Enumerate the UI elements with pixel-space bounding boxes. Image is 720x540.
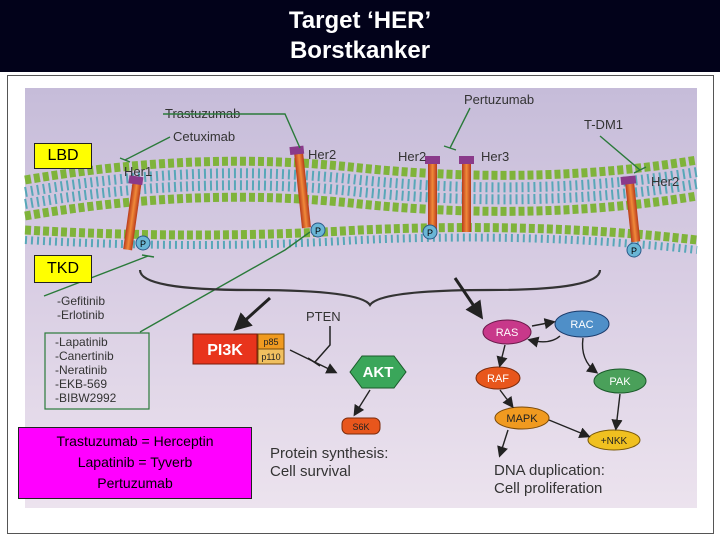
svg-text:RAC: RAC [570,319,593,331]
svg-text:PAK: PAK [609,376,631,388]
svg-text:AKT: AKT [363,364,394,381]
slide-header: Target ‘HER’ Borstkanker [0,0,720,72]
node-pak: PAK [593,368,647,394]
outcome-protein-line2: Cell survival [270,463,351,480]
svg-text:P: P [140,239,146,249]
svg-text:+NKK: +NKK [601,436,628,447]
tki-list-a: -Gefitinib -Erlotinib [57,294,105,322]
label-her1: Her1 [124,164,152,179]
svg-text:p85: p85 [263,337,278,347]
receptor-her1 [123,175,144,251]
label-her2-b: Her2 [398,149,426,164]
svg-text:P: P [315,226,321,236]
tki-list-b-box [44,332,150,410]
node-pten: PTEN [306,309,341,324]
svg-text:p110: p110 [261,352,280,362]
drug-names-box: Trastuzumab = Herceptin Lapatinib = Tyve… [18,427,252,499]
receptor-her3 [459,156,474,232]
svg-text:P: P [631,246,637,256]
receptor-her2-a [289,145,311,229]
drug-name-line-2: Lapatinib = Tyverb [77,454,193,470]
svg-text:-EKB-569: -EKB-569 [55,377,107,391]
receptor-her2-b [425,156,440,232]
node-pi3k: PI3K p85 p110 [192,333,285,365]
outcome-protein-line1: Protein synthesis: [270,445,388,462]
node-ras: RAS [482,319,532,345]
outcome-dna-line1: DNA duplication: [494,462,605,479]
phospho-2: P [310,222,326,238]
svg-text:P: P [427,228,433,238]
label-her3: Her3 [481,149,509,164]
svg-text:-Canertinib: -Canertinib [55,349,114,363]
label-pertuzumab: Pertuzumab [464,92,534,107]
inhibition-lines [43,107,647,333]
arrow-brace-to-pi3k [233,296,272,332]
drug-name-line-3: Pertuzumab [97,475,173,491]
node-nkk: +NKK [587,429,641,451]
phospho-4: P [626,242,642,258]
svg-text:PI3K: PI3K [207,342,243,359]
svg-text:RAF: RAF [487,373,509,385]
svg-text:-Gefitinib: -Gefitinib [57,294,105,308]
node-rac: RAC [554,310,610,338]
svg-text:-Erlotinib: -Erlotinib [57,308,105,322]
outcome-dna-line2: Cell proliferation [494,480,602,497]
tki-list-b: -Lapatinib -Canertinib -Neratinib -EKB-5… [55,335,117,405]
svg-text:-Lapatinib: -Lapatinib [55,335,108,349]
node-s6k: S6K [341,417,381,435]
receptor-her2-c [620,175,641,243]
drug-name-line-1: Trastuzumab = Herceptin [56,433,214,449]
svg-text:-BIBW2992: -BIBW2992 [55,391,117,405]
svg-text:-Neratinib: -Neratinib [55,363,107,377]
slide-title-line-2: Borstkanker [289,37,431,64]
node-mapk: MAPK [494,406,550,430]
label-her2-c: Her2 [651,174,679,189]
label-her2-a: Her2 [308,147,336,162]
tkd-label: TKD [34,255,92,283]
label-tdm1: T-DM1 [584,117,623,132]
node-raf: RAF [475,366,521,390]
svg-text:RAS: RAS [496,327,519,339]
slide-title-line-1: Target ‘HER’ [288,7,432,34]
svg-text:MAPK: MAPK [506,413,538,425]
svg-text:S6K: S6K [352,422,369,432]
node-akt: AKT [349,355,407,389]
phospho-3: P [422,224,438,240]
phospho-1: P [135,235,151,251]
lbd-label: LBD [34,143,92,169]
membrane-brace [138,269,602,307]
label-cetuximab: Cetuximab [173,129,235,144]
